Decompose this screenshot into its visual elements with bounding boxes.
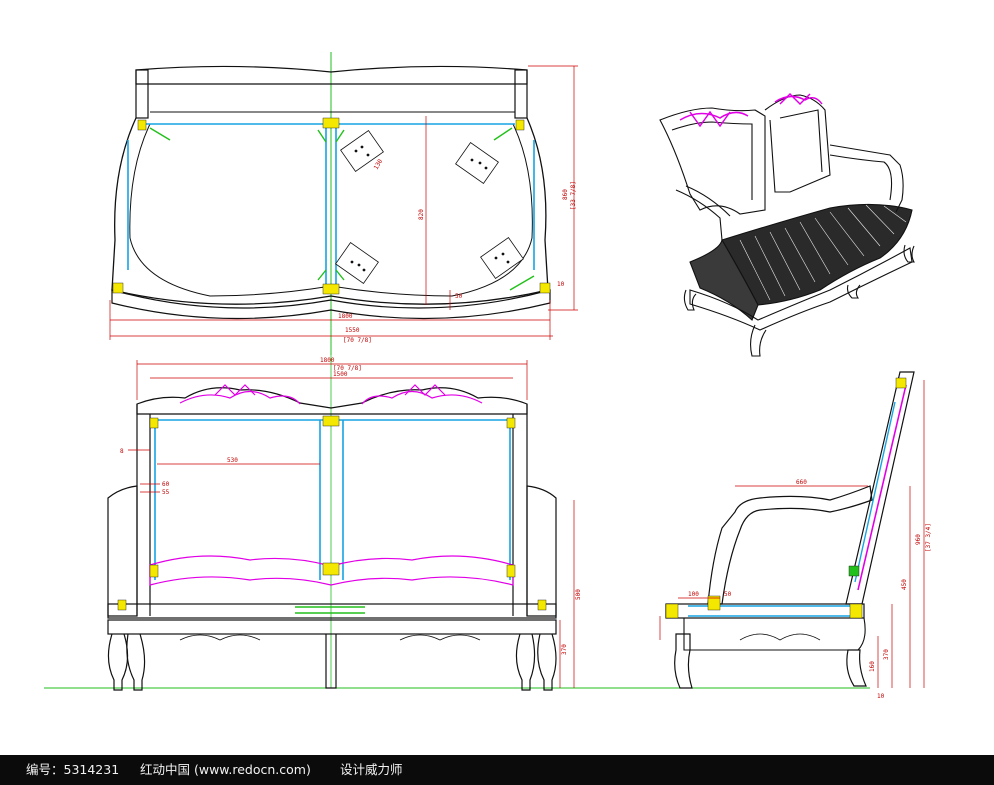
front-dim-55: 55 <box>162 489 170 496</box>
top-dim-offset: 10 <box>557 281 565 288</box>
watermark-footer: 编号：5314231 红动中国 (www.redocn.com) 设计威力师 <box>0 755 994 785</box>
seat-rail <box>107 603 557 619</box>
cad-drawing-canvas: 1800 1550 [70 7/8] 860 [33 7/8] 820 130 … <box>44 52 932 700</box>
side-dim-100: 100 <box>688 591 699 598</box>
front-dim-370: 370 <box>561 644 568 655</box>
side-arm <box>707 485 873 605</box>
top-dimension-lines <box>109 65 578 340</box>
frame-joints <box>112 117 551 295</box>
side-dim-10: 10 <box>877 693 885 700</box>
side-dim-960: 960 <box>915 534 922 545</box>
seat-weave <box>739 204 907 301</box>
top-dim-1550: 1550 <box>345 327 360 334</box>
front-braces <box>295 606 365 614</box>
top-dim-depth: 860 <box>562 189 569 200</box>
front-dim-8: 8 <box>120 448 124 455</box>
top-dim-1800: 1800 <box>338 313 353 320</box>
side-dim-inch: [37 3/4] <box>925 523 932 552</box>
designer-credit: 设计威力师 <box>340 762 403 777</box>
side-apron <box>683 617 866 651</box>
side-view: 660 960 [37 3/4] 450 370 160 100 50 10 <box>659 371 932 700</box>
lower-back-rail <box>149 555 514 586</box>
right-arm <box>526 485 557 617</box>
corner-braces <box>149 127 535 291</box>
front-dim-inch: [70 7/8] <box>333 365 362 372</box>
front-dim-1500: 1500 <box>333 371 348 378</box>
left-back-post <box>135 69 149 119</box>
image-code: 编号：5314231 <box>26 762 120 777</box>
apron-carving <box>179 634 481 641</box>
right-back-post <box>514 69 528 119</box>
side-dim-50: 50 <box>724 591 732 598</box>
top-dim-depth-inch: [33 7/8] <box>570 181 577 210</box>
top-dim-inch: [70 7/8] <box>343 337 372 344</box>
front-dim-530: 530 <box>227 457 238 464</box>
top-dim-rail: 50 <box>455 293 463 300</box>
front-view: 1800 [70 7/8] 1500 530 60 55 8 500 370 <box>44 355 870 691</box>
seat-outline <box>111 117 549 305</box>
top-view: 1800 1550 [70 7/8] 860 [33 7/8] 820 130 … <box>109 52 578 355</box>
front-dim-1800: 1800 <box>320 357 335 364</box>
top-carving <box>179 384 483 405</box>
perspective-carving <box>679 92 823 128</box>
back-crest <box>136 387 528 415</box>
side-dimension-lines <box>659 380 925 688</box>
front-dimension-lines <box>128 360 575 688</box>
side-dim-370: 370 <box>883 649 890 660</box>
side-dim-160: 160 <box>869 661 876 672</box>
front-dim-60: 60 <box>162 481 170 488</box>
side-dim-660: 660 <box>796 479 807 486</box>
side-dim-450: 450 <box>901 579 908 590</box>
top-dim-seat: 820 <box>418 209 425 220</box>
plate-holes <box>350 145 510 272</box>
front-dim-500: 500 <box>575 589 582 600</box>
top-dim-plate: 130 <box>373 158 385 171</box>
perspective-view <box>659 92 915 357</box>
front-joints <box>117 415 547 611</box>
left-arm <box>107 485 138 617</box>
back-rail <box>135 65 528 85</box>
legs <box>107 633 557 691</box>
apron <box>107 619 557 635</box>
site-link[interactable]: 红动中国 (www.redocn.com) <box>140 762 311 777</box>
corner-plates <box>335 130 524 284</box>
